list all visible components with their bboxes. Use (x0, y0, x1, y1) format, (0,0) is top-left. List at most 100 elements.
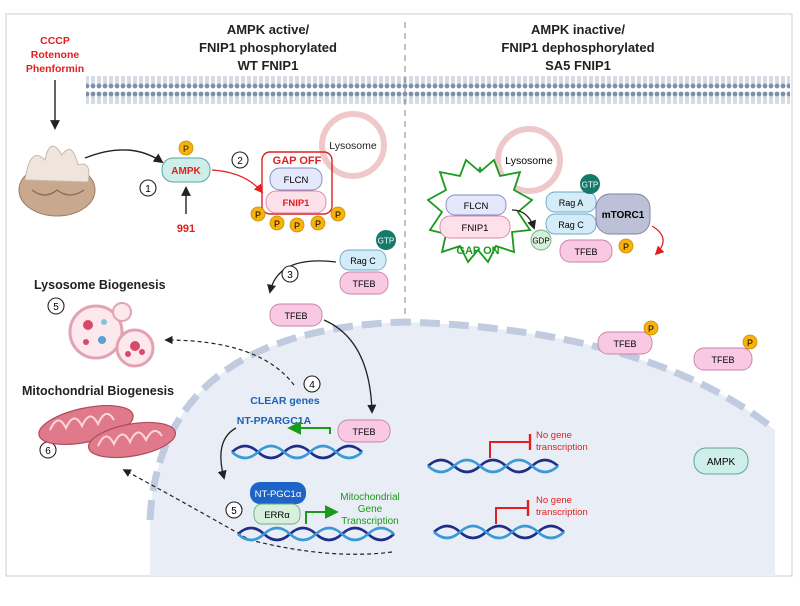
fnip1-phospho-1 (250, 206, 266, 222)
step-1-label: 1 (145, 184, 151, 195)
flcn-right-label: FLCN (464, 201, 489, 212)
gtp-right (580, 174, 600, 194)
step-1-badge (139, 179, 157, 197)
tfeb-free-left-label: TFEB (284, 311, 307, 321)
tfeb-right-phospho (618, 238, 634, 254)
tfeb-cyto-1-phospho-label: P (648, 324, 654, 334)
ampk-active (161, 157, 211, 183)
clear-transcription-arrow (287, 421, 331, 435)
tfeb-cyto-1 (597, 331, 653, 355)
lysosome-biogenesis-title: Lysosome Biogenesis (34, 278, 166, 292)
tfeb-free-left (269, 303, 323, 327)
tfeb-nuclear-import-arrow (323, 319, 377, 414)
gap-off-box (261, 151, 333, 215)
no-gene-upper-line1: No gene (536, 430, 572, 441)
fnip1-phospho-4 (310, 215, 326, 231)
mtorc1-phosphorylation-arrow (651, 225, 665, 256)
ampk-active-label: AMPK (171, 166, 201, 177)
dna-right-upper (427, 458, 559, 474)
nuclear-envelope (146, 318, 778, 521)
tfeb-cyto-2-phospho-label: P (747, 338, 753, 348)
fnip1-phospho-3 (289, 217, 305, 233)
fnip1-phospho-2-label: P (274, 219, 280, 229)
mito-transcription-text: Mitochondrial Gene Transcription (340, 492, 399, 527)
gtp-right-label: GTP (582, 181, 598, 190)
mitochondria-icon (38, 405, 177, 459)
right-panel-header: AMPK inactive/ FNIP1 dephosphorylated SA… (501, 22, 654, 73)
fnip1-phospho-4-label: P (315, 219, 321, 229)
fnip1-right-label: FNIP1 (462, 223, 489, 234)
lysosome-left-label: Lysosome (329, 140, 377, 152)
ampk-inactive-label: AMPK (707, 457, 736, 468)
tfeb-nuclear (337, 419, 391, 443)
erra-label: ERRα (264, 510, 290, 521)
drug-rotenone: Rotenone (31, 49, 80, 61)
repression-bar-lower (495, 507, 528, 524)
tfeb-bound-left-label: TFEB (352, 279, 375, 289)
lysosome-cluster-icon (68, 302, 155, 368)
fnip1-left-label: FNIP1 (283, 198, 311, 209)
mitochondrial-biogenesis-title: Mitochondrial Biogenesis (22, 384, 174, 398)
erra (253, 503, 301, 525)
rag-c-left (339, 249, 387, 271)
fnip1-phospho-3-label: P (294, 221, 300, 231)
left-panel-header: AMPK active/ FNIP1 phosphorylated WT FNI… (199, 22, 337, 73)
lysosome-right-label: Lysosome (505, 155, 553, 167)
step-6-label: 6 (45, 446, 51, 457)
mitochondrial-inhibitors: CCCP Rotenone Phenformin (26, 35, 84, 75)
dna-right-lower (433, 524, 565, 540)
drug-cccp: CCCP (40, 35, 70, 47)
step-2-badge (231, 151, 249, 169)
no-gene-lower-line2: transcription (536, 507, 588, 518)
nt-pgc1a-label: NT-PGC1α (255, 489, 302, 500)
tfeb-bound-right-label: TFEB (574, 247, 597, 257)
fnip1-right (439, 215, 511, 239)
clear-to-lysosome-arrow (164, 335, 295, 386)
mito-transcription-arrow (305, 505, 339, 524)
flcn-right (445, 194, 507, 216)
rag-c-right (545, 213, 597, 235)
ampk-phospho-label: P (183, 144, 189, 154)
gap-on-label: GAP ON (456, 245, 499, 257)
step-2-label: 2 (237, 156, 243, 167)
fnip1-phosphosites: P P P P P (250, 206, 346, 233)
tfeb-nuclear-label: TFEB (352, 427, 375, 437)
no-gene-lower-line1: No gene (536, 495, 572, 506)
lysosome-left (319, 111, 387, 179)
gtp-left-label: GTP (378, 237, 394, 246)
nt-pgc1a (250, 482, 306, 504)
tfeb-cyto-1-label: TFEB (613, 339, 636, 349)
fnip1-phospho-5-label: P (335, 210, 341, 220)
gap-off-label: GAP OFF (273, 155, 322, 167)
step-5-top-label: 5 (53, 302, 59, 313)
fnip1-phospho-1-label: P (255, 210, 261, 220)
tfeb-cyto-1-phospho (643, 320, 659, 336)
compound-991: 991 (177, 223, 195, 235)
step-4-label: 4 (309, 380, 315, 391)
dna-left-lower (237, 526, 395, 542)
gap-activity-arrow (511, 209, 537, 230)
rag-c-left-label: Rag C (350, 256, 376, 266)
tfeb-cyto-2 (693, 347, 753, 371)
right-header-line1: AMPK inactive/ (531, 22, 625, 37)
left-header-line1: AMPK active/ (227, 22, 310, 37)
clear-genes-label: CLEAR genes (250, 395, 320, 407)
rag-c-right-label: Rag C (558, 220, 584, 230)
mtorc1 (595, 193, 651, 235)
drug-phenformin: Phenformin (26, 63, 84, 75)
mito-transcription-line2: Gene (358, 504, 383, 515)
right-header-line2: FNIP1 dephosphorylated (501, 40, 654, 55)
step-5-bottom-label: 5 (231, 506, 237, 517)
tfeb-cyto-2-phospho (742, 334, 758, 350)
plasma-membrane (86, 74, 790, 104)
mito-to-ampk-arrow (84, 149, 164, 164)
fnip1-phospho-5 (330, 206, 346, 222)
rag-a (545, 191, 597, 213)
flcn-left (269, 167, 323, 191)
mito-transcription-line3: Transcription (341, 516, 398, 527)
gdp (530, 229, 552, 251)
step-3-badge (281, 265, 299, 283)
left-header-line3: WT FNIP1 (238, 58, 299, 73)
right-header-line3: SA5 FNIP1 (545, 58, 611, 73)
